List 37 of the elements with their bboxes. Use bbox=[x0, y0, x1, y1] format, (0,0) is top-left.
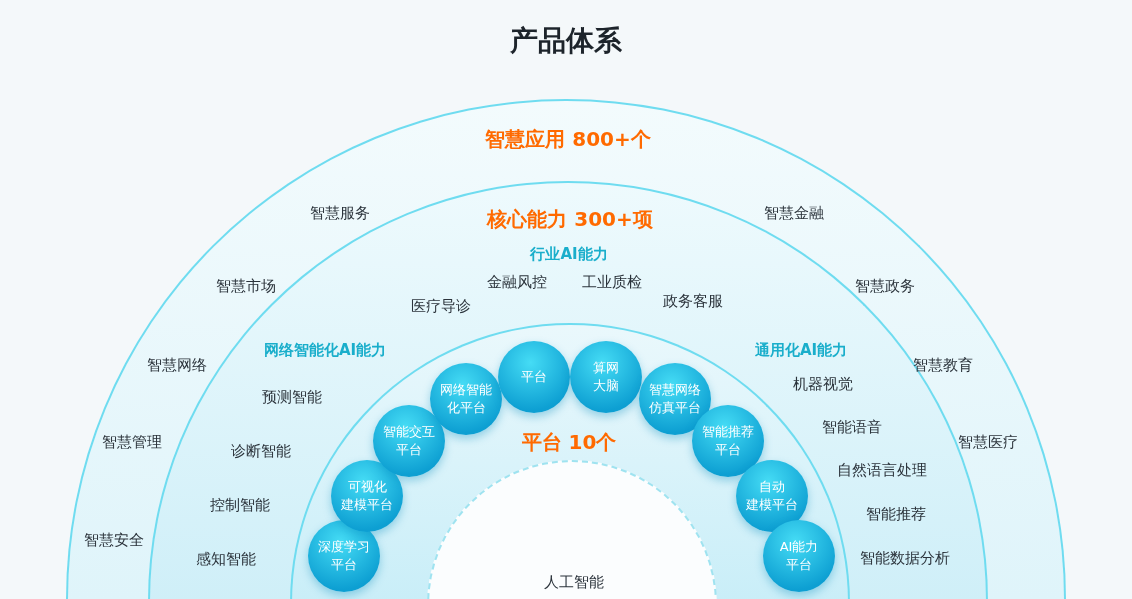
capability-label: 诊断智能 bbox=[231, 441, 291, 461]
application-label: 智慧管理 bbox=[102, 432, 162, 452]
capability-label: 智能数据分析 bbox=[860, 548, 950, 568]
capability-label: 金融风控 bbox=[487, 272, 547, 292]
ring-heading: 核心能力 300+项 bbox=[487, 205, 653, 233]
application-label: 智慧安全 bbox=[84, 530, 144, 550]
application-label: 智慧教育 bbox=[913, 355, 973, 375]
ring-heading: 智慧应用 800+个 bbox=[485, 125, 651, 153]
page-title: 产品体系 bbox=[509, 23, 623, 59]
capability-label: 智能语音 bbox=[822, 417, 882, 437]
application-label: 智慧医疗 bbox=[958, 432, 1018, 452]
application-label: 智慧网络 bbox=[147, 355, 207, 375]
application-label: 智慧市场 bbox=[216, 276, 276, 296]
application-label: 智慧服务 bbox=[310, 203, 370, 223]
platform-bubble: 深度学习平台 bbox=[308, 520, 380, 592]
capability-label: 医疗导诊 bbox=[411, 296, 471, 316]
capability-label: 政务客服 bbox=[663, 291, 723, 311]
application-label: 智慧金融 bbox=[764, 203, 824, 223]
ring-heading: 平台 10个 bbox=[521, 428, 617, 456]
capability-label: 控制智能 bbox=[210, 495, 270, 515]
application-label: 智慧政务 bbox=[855, 276, 915, 296]
platform-bubble: 智能交互平台 bbox=[373, 405, 445, 477]
platform-bubble: 自动建模平台 bbox=[736, 460, 808, 532]
platform-bubble: 算网大脑 bbox=[570, 341, 642, 413]
capability-label: 感知智能 bbox=[196, 549, 256, 569]
capability-label: 自然语言处理 bbox=[837, 460, 927, 480]
group-heading: 网络智能化AI能力 bbox=[263, 340, 387, 360]
platform-bubble: 平台 bbox=[498, 341, 570, 413]
capability-label: 机器视觉 bbox=[793, 374, 853, 394]
capability-label: 工业质检 bbox=[582, 272, 642, 292]
group-heading: 行业AI能力 bbox=[530, 244, 608, 264]
platform-bubble: 可视化建模平台 bbox=[331, 460, 403, 532]
capability-label: 预测智能 bbox=[262, 387, 322, 407]
platform-bubble: AI能力平台 bbox=[763, 520, 835, 592]
center-label: 人工智能 bbox=[544, 572, 604, 592]
capability-label: 智能推荐 bbox=[866, 504, 926, 524]
group-heading: 通用化AI能力 bbox=[754, 340, 848, 360]
